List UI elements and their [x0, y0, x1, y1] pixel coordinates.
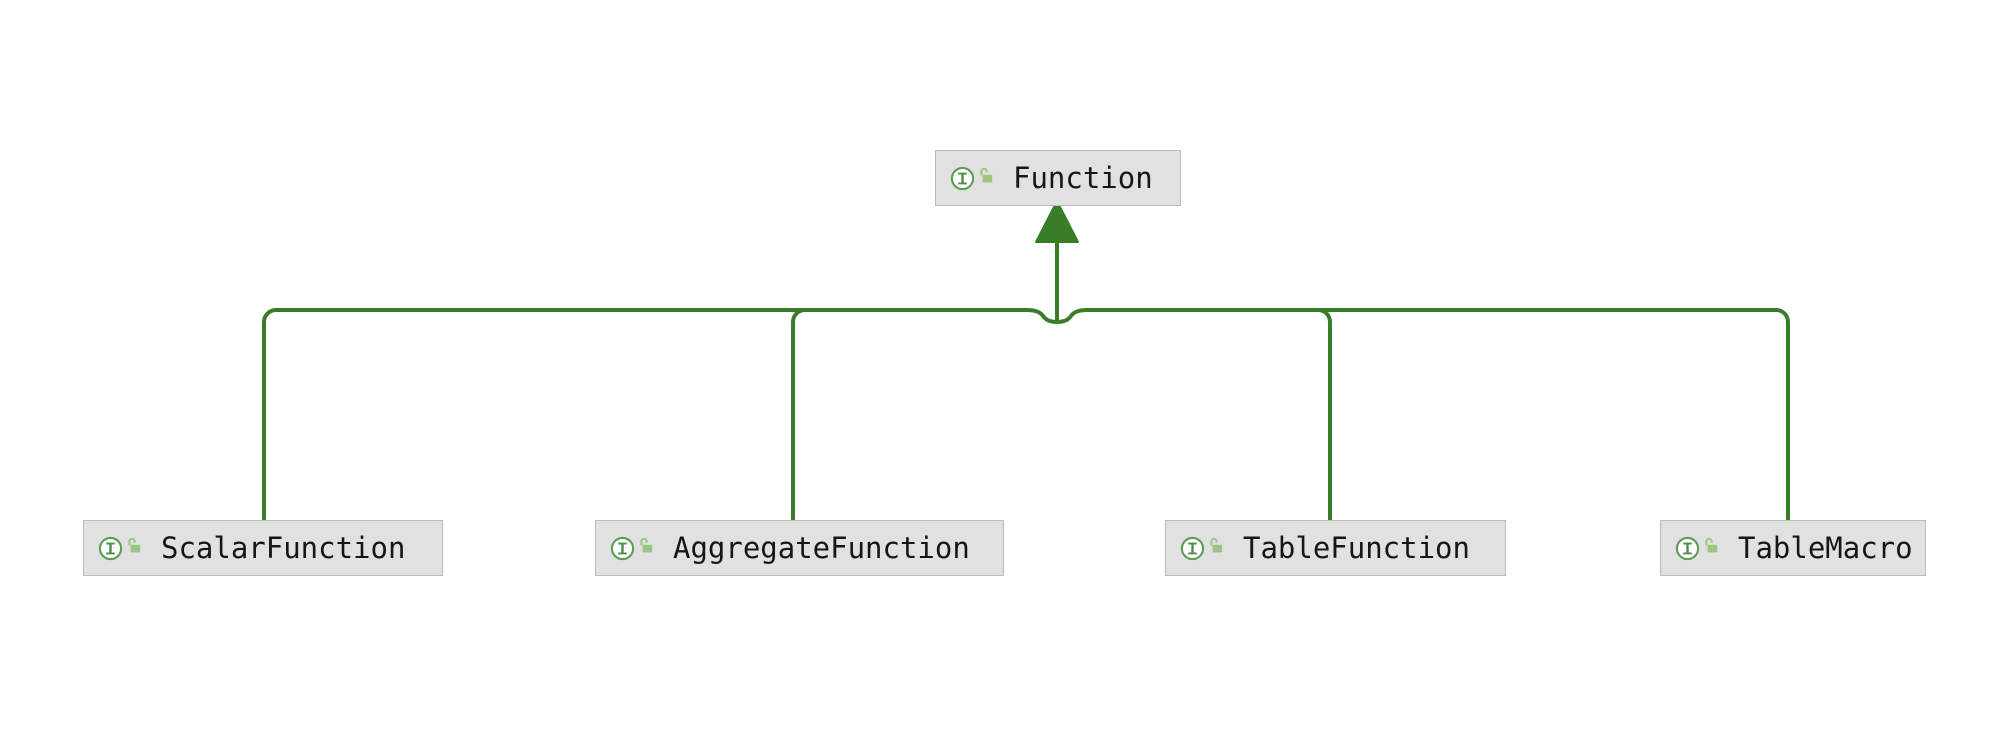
unlocked-padlock-icon	[980, 168, 993, 183]
node-icon-group	[610, 536, 653, 561]
unlocked-padlock-icon	[128, 538, 141, 553]
edge-drop-aggregatefunction	[791, 308, 806, 520]
edge-drop-tablefunction	[1317, 308, 1332, 520]
uml-node-function[interactable]: Function	[935, 150, 1181, 206]
interface-icon	[98, 536, 123, 560]
uml-node-label: AggregateFunction	[673, 530, 970, 565]
unlocked-padlock-icon	[1705, 538, 1718, 553]
uml-node-scalarfunction[interactable]: ScalarFunction	[83, 520, 443, 576]
node-icon-group	[1675, 536, 1718, 561]
interface-icon	[950, 166, 975, 190]
edge-bus-right	[1056, 308, 1790, 520]
generalization-arrowhead	[1035, 200, 1079, 243]
uml-node-label: TableMacro	[1738, 530, 1913, 565]
interface-icon	[610, 536, 635, 560]
uml-node-aggregatefunction[interactable]: AggregateFunction	[595, 520, 1004, 576]
uml-node-label: Function	[1013, 160, 1153, 195]
uml-node-tablefunction[interactable]: TableFunction	[1165, 520, 1506, 576]
uml-node-label: TableFunction	[1243, 530, 1470, 565]
interface-icon	[1675, 536, 1700, 560]
unlocked-padlock-icon	[1210, 538, 1223, 553]
unlocked-padlock-icon	[640, 538, 653, 553]
node-icon-group	[1180, 536, 1223, 561]
uml-node-tablemacro[interactable]: TableMacro	[1660, 520, 1926, 576]
uml-node-label: ScalarFunction	[161, 530, 406, 565]
node-icon-group	[950, 166, 993, 191]
node-icon-group	[98, 536, 141, 561]
interface-icon	[1180, 536, 1205, 560]
edge-bus-left	[262, 308, 1058, 520]
